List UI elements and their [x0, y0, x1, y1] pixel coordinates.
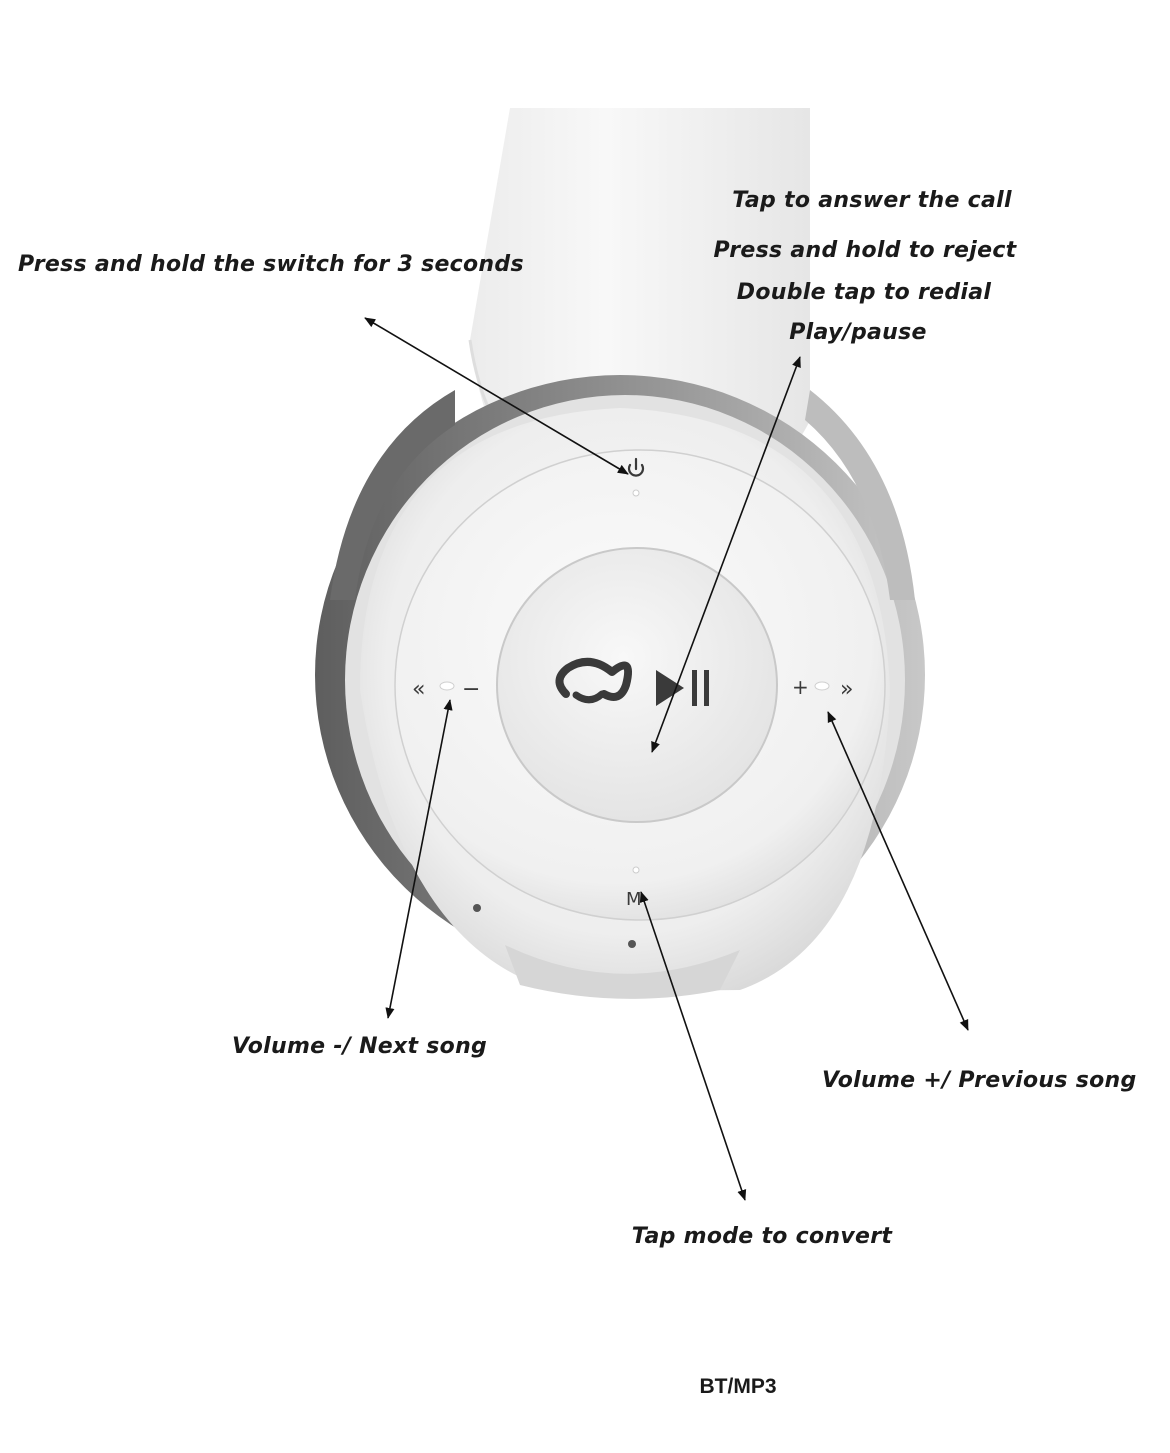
play-pause-button[interactable]: [496, 547, 778, 823]
phone-handset-icon: [555, 658, 633, 704]
footer-label: BT/MP3: [699, 1375, 777, 1398]
volume-down-label: Volume -/ Next song: [232, 1034, 488, 1059]
mode-callout-arrow: [639, 891, 747, 1201]
power-label: Press and hold the switch for 3 seconds: [18, 252, 524, 277]
call-answer-label: Tap to answer the call: [732, 188, 1012, 213]
volume-up-label: Volume +/ Previous song: [822, 1068, 1137, 1093]
play-pause-callout-arrow: [651, 356, 801, 753]
mode-button[interactable]: M: [626, 866, 642, 910]
volume-up-callout-arrow: [827, 711, 969, 1031]
indicator-dot: [628, 940, 636, 948]
mode-letter: M: [626, 889, 642, 910]
indicator-dot: [473, 904, 481, 912]
volume-down-callout-arrow: [385, 699, 453, 1019]
call-redial-label: Double tap to redial: [736, 280, 992, 305]
power-icon: [627, 457, 645, 477]
minus-icon: −: [462, 677, 480, 702]
led-dot: [439, 681, 455, 691]
led-dot: [814, 681, 830, 691]
mode-label: Tap mode to convert: [631, 1224, 893, 1249]
power-callout-arrow: [364, 317, 629, 475]
double-chevron-right-icon: »: [840, 677, 853, 702]
play-pause-label: Play/pause: [789, 320, 927, 345]
power-button[interactable]: [627, 457, 645, 497]
double-chevron-left-icon: «: [412, 677, 425, 702]
plus-icon: +: [792, 675, 809, 699]
volume-down-button[interactable]: « −: [412, 677, 480, 702]
led-dot: [632, 489, 640, 497]
led-dot: [632, 866, 640, 874]
callout-arrows: [364, 317, 969, 1201]
call-reject-label: Press and hold to reject: [713, 238, 1017, 263]
